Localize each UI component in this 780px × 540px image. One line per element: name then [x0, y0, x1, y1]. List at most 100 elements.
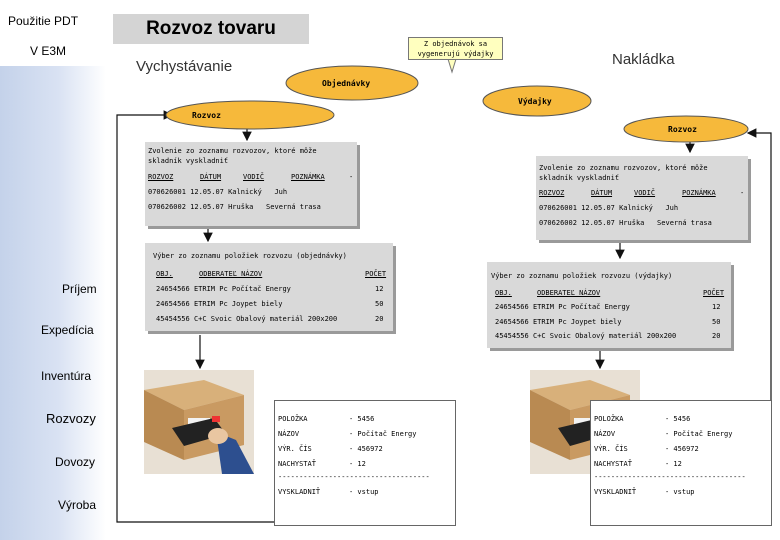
item-customer: ETRIM: [193, 285, 216, 293]
item-row-1[interactable]: 24654566 ETRIM Pc Počítač Energy: [156, 285, 291, 293]
form-label-nachystat: NACHYSTAŤ: [594, 460, 632, 468]
nav-item-expedicia[interactable]: Expedícia: [41, 323, 94, 337]
vyskladnit-input[interactable]: - vstup: [665, 488, 695, 496]
item-order: 24654566: [495, 318, 529, 326]
ellipse-delivery-right-label: Rozvoz: [668, 125, 697, 134]
routes-intro-line2: skladník vyskladniť: [148, 157, 229, 165]
route-id: 070626002: [148, 203, 186, 211]
route-driver: Hruška: [619, 219, 645, 227]
sidebar-title: Použitie PDT: [8, 14, 79, 28]
item-customer: C+C Svoic: [532, 332, 571, 340]
item-count: 50: [375, 300, 384, 308]
ellipse-delivery-right: [623, 115, 749, 143]
vyskladnit-label[interactable]: VYSKLADNIŤ: [594, 488, 637, 496]
route-date: 12.05.07: [190, 188, 224, 196]
route-driver: Hruška: [228, 203, 254, 211]
ellipse-delivery-left-label: Rozvoz: [192, 111, 221, 120]
route-date: 12.05.07: [581, 204, 615, 212]
item-count: 12: [375, 285, 384, 293]
nav-item-inventura[interactable]: Inventúra: [41, 369, 92, 383]
item-count: 20: [375, 315, 384, 323]
form-value-vyr-cis: - 456972: [349, 445, 383, 453]
route-row-2[interactable]: 070626002 12.05.07 Hruška Severná trasa: [148, 203, 321, 211]
col-header-obj: OBJ.: [495, 289, 512, 297]
item-count: 12: [712, 303, 721, 311]
form-value-nazov: - Počítač Energy: [665, 430, 733, 438]
item-name: Pc Joypet biely: [219, 300, 283, 308]
sidebar-header: Použitie PDT V E3M: [0, 0, 106, 66]
route-note: Juh: [665, 204, 679, 212]
form-label-vyr-cis: VÝR. ČÍS: [278, 445, 312, 453]
route-note: Severná trasa: [657, 219, 712, 227]
nav-item-vyroba[interactable]: Výroba: [58, 498, 97, 512]
item-customer: ETRIM: [532, 318, 555, 326]
item-order: 24654566: [156, 285, 190, 293]
route-id: 070626001: [148, 188, 186, 196]
form-label-vyr-cis: VÝR. ČÍS: [594, 445, 628, 453]
pdt-form-left: POLOŽKA - 5456 NÁZOV - Počítač Energy VÝ…: [274, 400, 456, 526]
form-value-nachystat: - 12: [349, 460, 366, 468]
form-separator: ------------------------------------: [278, 473, 430, 481]
form-label-nazov: NÁZOV: [594, 430, 616, 438]
form-value-vyr-cis: - 456972: [665, 445, 699, 453]
col-header-poznamka: POZNÁMKA: [682, 189, 716, 197]
item-row-3[interactable]: 45454556 C+C Svoic Obalový materiál 200x…: [156, 315, 337, 323]
item-count: 20: [712, 332, 721, 340]
col-header-rozvoz: ROZVOZ: [148, 173, 174, 181]
route-date: 12.05.07: [190, 203, 224, 211]
route-date: 12.05.07: [581, 219, 615, 227]
item-order: 24654566: [156, 300, 190, 308]
col-header-obj: OBJ.: [156, 270, 173, 278]
scanner-photo-left: [144, 370, 254, 474]
form-label-nachystat: NACHYSTAŤ: [278, 460, 316, 468]
item-name: Pc Počítač Energy: [219, 285, 291, 293]
ellipse-issues: [482, 85, 592, 117]
route-row-2[interactable]: 070626002 12.05.07 Hruška Severná trasa: [539, 219, 712, 227]
vyskladnit-label[interactable]: VYSKLADNIŤ: [278, 488, 321, 496]
form-value-nazov: - Počítač Energy: [349, 430, 417, 438]
item-row-2[interactable]: 24654566 ETRIM Pc Joypet biely: [156, 300, 282, 308]
item-row-3[interactable]: 45454556 C+C Svoic Obalový materiál 200x…: [495, 332, 676, 340]
panel-items-right: Výber zo zoznamu položiek rozvozu (výdaj…: [487, 262, 731, 348]
ellipse-delivery-left: [165, 100, 335, 130]
item-order: 45454556: [156, 315, 190, 323]
route-id: 070626001: [539, 204, 577, 212]
ellipse-orders-label: Objednávky: [322, 79, 371, 88]
form-label-polozka: POLOŽKA: [278, 415, 308, 423]
col-header-rozvoz: ROZVOZ: [539, 189, 565, 197]
item-row-2[interactable]: 24654566 ETRIM Pc Joypet biely: [495, 318, 621, 326]
col-header-vodic: VODIČ: [243, 173, 265, 181]
panel-items-left: Výber zo zoznamu položiek rozvozu (objed…: [145, 243, 393, 331]
col-header-pocet: POČET: [703, 289, 725, 297]
item-order: 45454556: [495, 332, 529, 340]
pdt-form-right: POLOŽKA - 5456 NÁZOV - Počítač Energy VÝ…: [590, 400, 772, 526]
col-header-odberatel: ODBERATEĽ NÁZOV: [537, 289, 601, 297]
routes-intro-line2: skladník vyskladniť: [539, 174, 620, 182]
vyskladnit-input[interactable]: - vstup: [349, 488, 379, 496]
item-row-1[interactable]: 24654566 ETRIM Pc Počítač Energy: [495, 303, 630, 311]
col-header-odberatel: ODBERATEĽ NÁZOV: [199, 270, 263, 278]
header-dash: -: [740, 189, 745, 197]
nav-item-prijem[interactable]: Príjem: [62, 282, 97, 296]
label-loading: Nakládka: [612, 51, 675, 68]
panel-routes-left: Zvolenie zo zoznamu rozvozov, ktoré môže…: [145, 142, 357, 226]
route-row-1[interactable]: 070626001 12.05.07 Kalnický Juh: [539, 204, 678, 212]
ellipse-issues-label: Výdajky: [518, 97, 552, 106]
items-intro: Výber zo zoznamu položiek rozvozu (výdaj…: [491, 272, 673, 280]
col-header-datum: DÁTUM: [200, 173, 222, 181]
route-row-1[interactable]: 070626001 12.05.07 Kalnický Juh: [148, 188, 287, 196]
form-value-nachystat: - 12: [665, 460, 682, 468]
col-header-pocet: POČET: [365, 270, 387, 278]
routes-intro-line1: Zvolenie zo zoznamu rozvozov, ktoré môže: [148, 147, 317, 155]
callout-pointer: [447, 58, 457, 74]
item-customer: C+C Svoic: [193, 315, 232, 323]
items-intro: Výber zo zoznamu položiek rozvozu (objed…: [153, 252, 347, 260]
nav-item-rozvozy[interactable]: Rozvozy: [46, 411, 96, 426]
ellipse-orders: [285, 65, 419, 101]
nav-item-dovozy[interactable]: Dovozy: [55, 455, 96, 469]
item-name: Pc Joypet biely: [558, 318, 622, 326]
route-note: Juh: [274, 188, 288, 196]
form-label-nazov: NÁZOV: [278, 430, 300, 438]
item-name: Obalový materiál 200x200: [575, 332, 677, 340]
